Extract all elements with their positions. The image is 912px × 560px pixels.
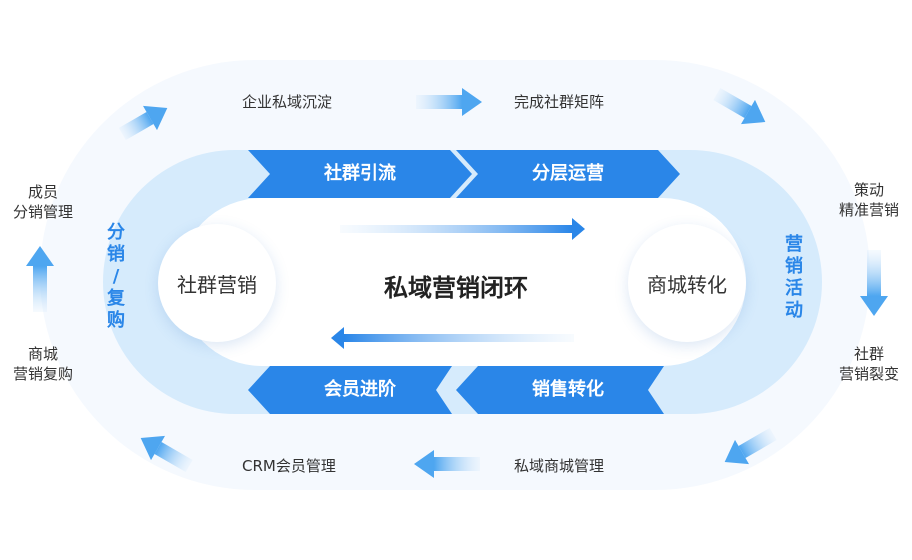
- right-circle: 商城转化: [628, 224, 746, 342]
- left-vertical-char: 购: [107, 310, 125, 331]
- top-band-chevron-1: [248, 150, 472, 198]
- label-left-top-line2: 分销管理: [12, 203, 73, 221]
- right-vertical-char: 营: [785, 234, 803, 255]
- left-vertical-char: 复: [107, 288, 125, 309]
- label-right-bottom-line1: 社群: [853, 345, 884, 363]
- label-left-bottom-line2: 营销复购: [12, 365, 73, 383]
- bottom-band-label-2: 销售转化: [532, 379, 604, 400]
- center-title: 私域营销闭环: [384, 274, 528, 302]
- right-circle-label: 商城转化: [647, 272, 727, 297]
- label-left-bottom-line1: 商城: [27, 345, 58, 363]
- left-vertical-text: 分 销 / 复 购: [104, 222, 128, 332]
- right-vertical-char: 销: [785, 256, 803, 277]
- label-right-bottom: 社群 营销裂变: [826, 344, 912, 384]
- label-right-top-line1: 策动: [853, 181, 884, 199]
- left-vertical-char: 销: [107, 244, 125, 265]
- bottom-band-label-1: 会员进阶: [324, 379, 396, 400]
- top-band-label-1: 社群引流: [324, 163, 396, 184]
- left-vertical-char: 分: [107, 222, 125, 243]
- label-bottom-right: 私域商城管理: [514, 457, 605, 475]
- right-vertical-char: 动: [785, 300, 803, 321]
- left-circle: 社群营销: [158, 224, 276, 342]
- label-right-top: 策动 精准营销: [826, 180, 912, 220]
- bottom-band-chevron-1: [248, 366, 452, 414]
- label-top-right: 完成社群矩阵: [514, 93, 605, 111]
- right-vertical-char: 活: [785, 278, 803, 299]
- label-left-bottom: 商城 营销复购: [0, 344, 86, 384]
- label-bottom-left: CRM会员管理: [242, 457, 336, 475]
- right-vertical-text: 营 销 活 动: [782, 234, 806, 322]
- label-left-top: 成员 分销管理: [0, 182, 86, 222]
- left-circle-label: 社群营销: [177, 272, 257, 297]
- bottom-band-chevron-2: [456, 366, 664, 414]
- top-band-label-2: 分层运营: [532, 163, 604, 184]
- label-top-left: 企业私域沉淀: [242, 93, 333, 111]
- label-right-bottom-line2: 营销裂变: [838, 365, 899, 383]
- label-left-top-line1: 成员: [27, 183, 58, 201]
- left-vertical-char: /: [112, 266, 120, 287]
- top-band-chevron-2: [456, 150, 680, 198]
- label-right-top-line2: 精准营销: [838, 201, 899, 219]
